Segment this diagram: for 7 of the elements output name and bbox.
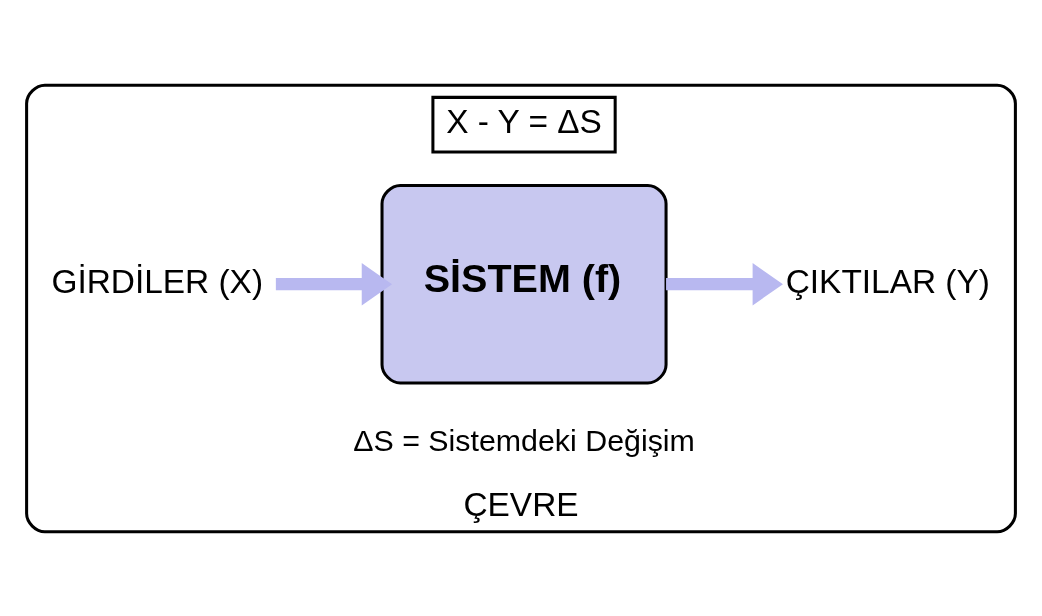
node-text: GİRDİLER (X) (51, 262, 264, 300)
node-box: X - Y = ΔS (431, 95, 617, 154)
arrow (275, 262, 393, 305)
label: ΔS = Sistemdeki Değişim (353, 423, 695, 457)
node-box: SİSTEM (f) (380, 183, 668, 384)
arrow (666, 262, 783, 305)
node-text: ÇIKTILAR (Y) (785, 262, 990, 300)
